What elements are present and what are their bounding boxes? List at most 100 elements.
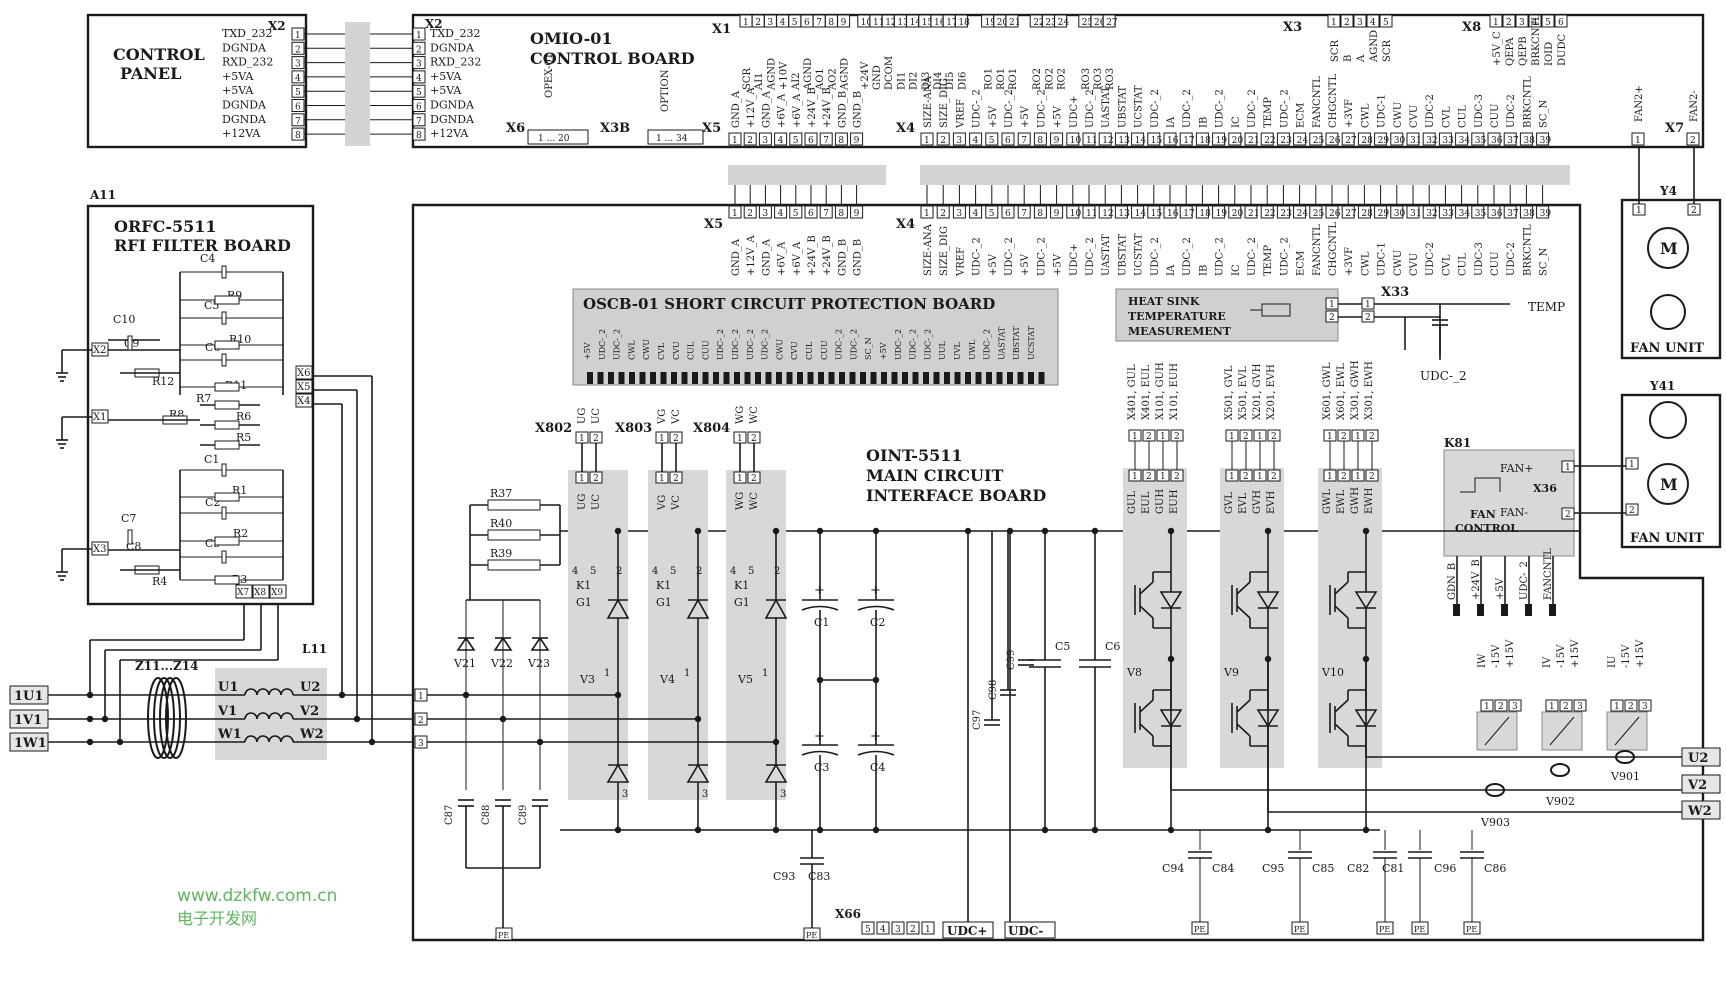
cap-C97: C97	[972, 710, 983, 730]
mb-x4-pin-20	[1228, 205, 1242, 219]
varistor-label-V22: V22	[490, 657, 513, 670]
oscb-pin	[828, 372, 835, 384]
rfi-conn-label: X9	[271, 588, 283, 598]
x1-pin-18	[954, 14, 968, 28]
heat-sink-line-3: MEASUREMENT	[1128, 325, 1232, 338]
cb-x4-pin-2-num: 2	[940, 136, 946, 146]
pe-label: PE	[498, 931, 509, 940]
cb-x4-pin-34-num: 34	[1459, 136, 1471, 146]
igbt-conn-sig: X501, GVL	[1224, 365, 1235, 420]
cb-x4-pin-3-num: 3	[956, 136, 962, 146]
snubber-C81: C81	[1382, 862, 1404, 875]
cb-x4-signal-10: UDC+	[1069, 96, 1080, 128]
wire	[1334, 581, 1349, 595]
main-board-title-2: MAIN CIRCUIT	[866, 466, 1003, 485]
x1-pin-21-num: 21	[1009, 18, 1020, 28]
motor-m: M	[1660, 475, 1678, 494]
cb-x5-signal-1: GND_A	[731, 90, 742, 128]
cb-x4-pin-6	[1001, 132, 1015, 146]
varistor-label-V23: V23	[527, 657, 550, 670]
x66-pin-1	[921, 921, 935, 935]
cap-label-C87: C87	[444, 805, 455, 825]
mb-x4-pin-26	[1325, 205, 1339, 219]
cb-pin-8	[412, 127, 426, 141]
cb-x4-signal-32: UDC-2	[1425, 94, 1436, 128]
x1-pin-2-num: 2	[755, 18, 761, 28]
cb-x5-pin-6	[804, 132, 818, 146]
pin-n: 2	[616, 566, 622, 577]
sensor-pin	[1480, 699, 1494, 712]
mb-x5-pin-9-num: 9	[854, 209, 860, 219]
heat-sink-block: HEAT SINK TEMPERATURE MEASUREMENT X33 TE…	[1115, 285, 1565, 383]
cb-x4-pin-15-num: 15	[1151, 136, 1163, 146]
connector-X804: X804	[693, 421, 730, 436]
fan-control-pin	[1501, 604, 1508, 616]
igbt-pin-num: 2	[1369, 472, 1375, 482]
mb-x4-pin-33-num: 33	[1442, 209, 1454, 219]
resistor-label-R40: R40	[490, 517, 512, 530]
cb-x4-signal-14: UCSTAT	[1134, 85, 1145, 128]
pin-n: 2	[696, 566, 702, 577]
thy-sig-WG: WG	[735, 406, 746, 424]
thy-pin-num: 1	[659, 474, 665, 484]
x1-signal-22: RO2	[1032, 68, 1043, 90]
cb-x4-signal-3: VREF	[955, 99, 966, 129]
igbt-conn-sig: X301, GWH	[1350, 360, 1361, 420]
mb-x4-signal-39: SC_N	[1539, 247, 1550, 276]
cb-x4-pin-31	[1406, 132, 1420, 146]
oscb-pin	[839, 372, 845, 384]
pin-n: 4	[730, 566, 736, 577]
x33-ref: X33	[1381, 285, 1409, 300]
wire	[1334, 605, 1349, 619]
mb-x4-pin-8-num: 8	[1037, 209, 1043, 219]
cb-pin-label: DGNDA	[430, 99, 475, 112]
cb-x4-pin-25	[1309, 132, 1323, 146]
wire	[1236, 699, 1251, 713]
rfi-conn-label: X1	[93, 412, 106, 423]
cb-pin-label: DGNDA	[430, 41, 475, 54]
cp-pin-label: DGNDA	[222, 41, 267, 54]
rfi-res	[214, 340, 240, 350]
snubber-C85: C85	[1312, 862, 1334, 875]
mb-x5-pin-7	[819, 205, 833, 219]
mb-x5-pin-5	[789, 205, 803, 219]
cb-x5-signal-9: GND_B	[853, 91, 864, 128]
mb-x4-pin-22	[1260, 205, 1274, 219]
cb-x4-pin-6-num: 6	[1005, 136, 1011, 146]
x66-pin-4	[876, 921, 890, 935]
sensor-pin-num: 3	[1577, 702, 1583, 712]
rfi-cap	[221, 311, 227, 325]
cb-pin-4-num: 4	[416, 74, 422, 84]
fan-control-box	[1443, 449, 1575, 557]
x8-pin-2-num: 2	[1506, 18, 1512, 28]
oscb-signal-21: +5V	[879, 342, 888, 360]
choke-core-label: Z11...Z14	[135, 659, 198, 673]
mb-x4-signal-19: UDC-_2	[1215, 237, 1226, 276]
oscb-pin	[1038, 372, 1045, 384]
cb-x4-signal-24: ECM	[1296, 103, 1307, 128]
cb-x4-pin-15	[1147, 132, 1161, 146]
cb-pin-2	[412, 41, 426, 55]
cap-C99: C99	[1006, 650, 1017, 670]
ferrite-ring	[165, 677, 187, 759]
watermark-url: www.dzkfw.com.cn	[177, 886, 337, 906]
igbt-pin-num: 1	[1327, 472, 1333, 482]
mb-x4-pin-31	[1406, 205, 1420, 219]
junction-dot	[772, 738, 780, 746]
fan-plus-label: FAN+	[1500, 462, 1533, 475]
mb-x4-signal-22: TEMP	[1263, 245, 1274, 276]
cp-pin-1-num: 1	[295, 31, 301, 41]
cap-plus: +	[814, 583, 825, 598]
current-sensor-ring	[1550, 763, 1570, 777]
mb-x4-signal-38: BRKCNTL	[1522, 224, 1533, 276]
winding-in-W1: W1	[217, 727, 242, 742]
rfi-title-1: ORFC-5511	[114, 217, 217, 236]
current-sensor-ring	[1485, 783, 1505, 797]
x1-pin-27-num: 27	[1106, 18, 1118, 28]
fan-symbol	[1649, 401, 1687, 439]
cb-x5-pin-1	[728, 132, 742, 146]
cap-label-C88: C88	[481, 805, 492, 825]
mb-x5-pin-4	[774, 205, 788, 219]
junction-dot	[1091, 826, 1099, 834]
mb-x5-signal-4: +6V_A	[777, 241, 788, 276]
